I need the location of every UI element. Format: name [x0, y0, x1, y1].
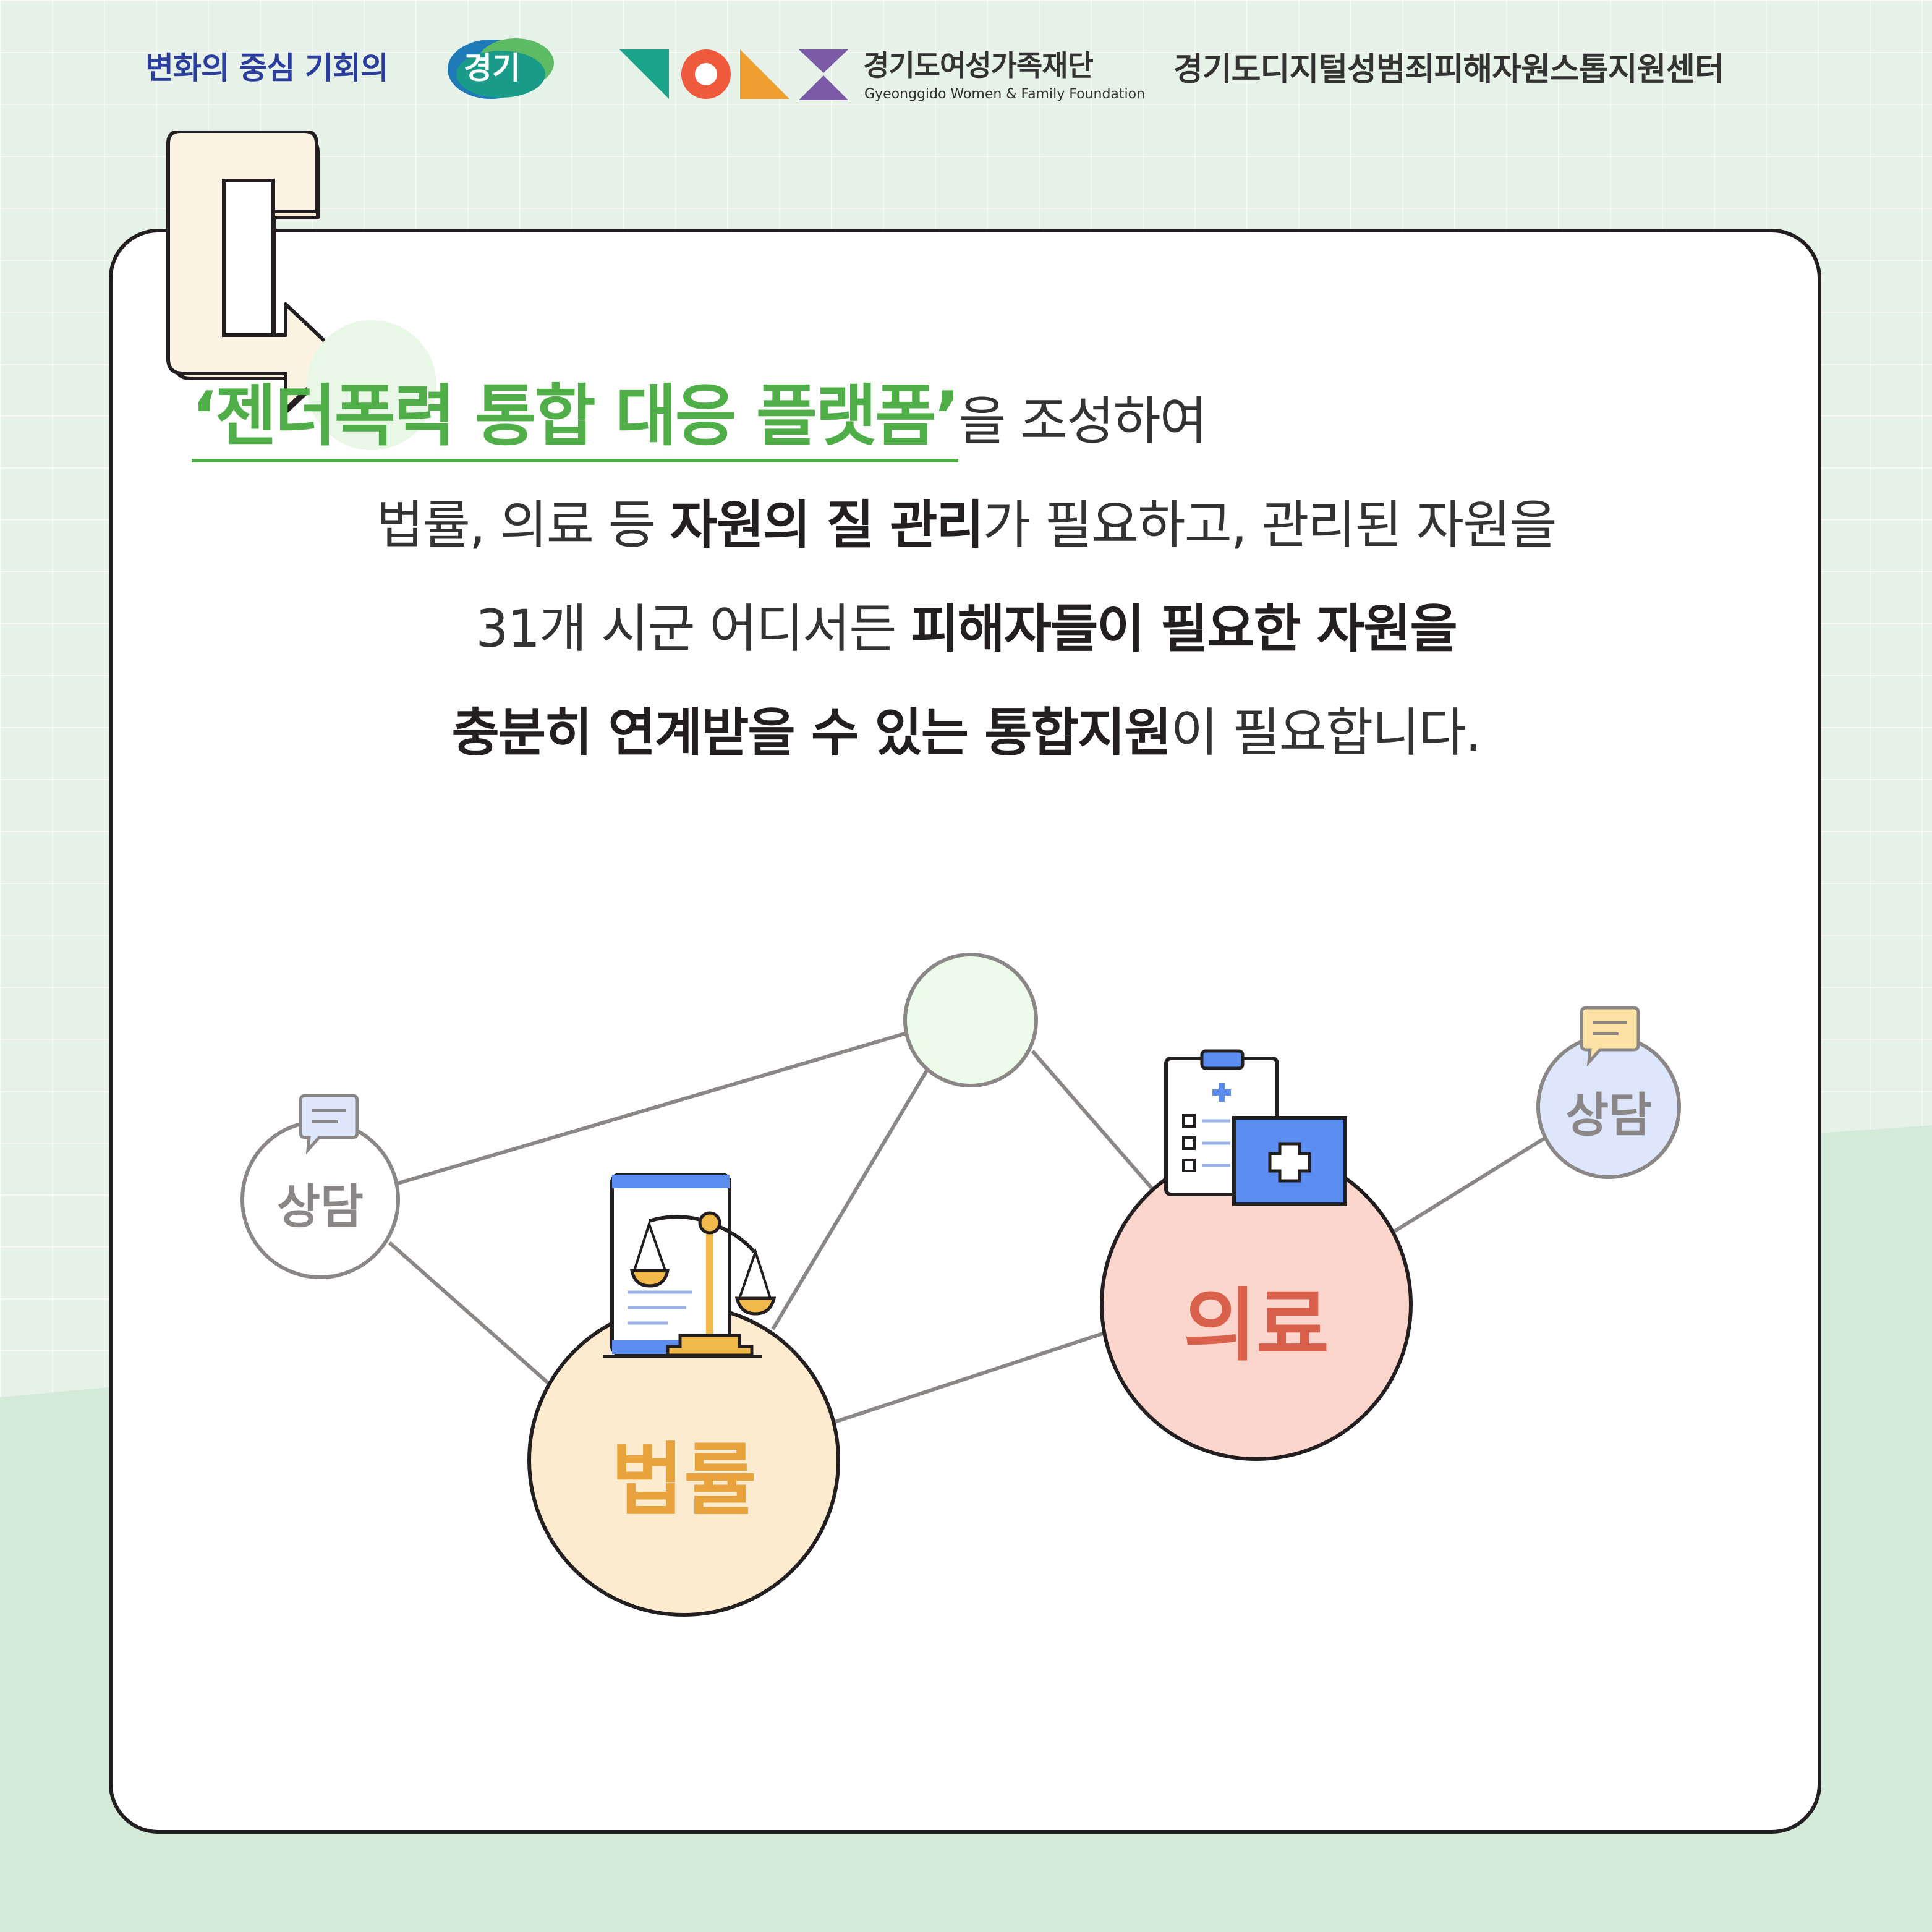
- line2-bold: 자원의 질 관리: [670, 495, 984, 555]
- foundation-name-en: Gyeonggido Women & Family Foundation: [864, 87, 1146, 102]
- center-name: 경기도디지털성범죄피해자원스톱지원센터: [1173, 51, 1724, 88]
- speech-bubble-icon: [299, 1094, 359, 1155]
- law-label: 법률: [611, 1434, 757, 1526]
- gyeonggi-badge-icon: [448, 38, 554, 99]
- line4-bold: 충분히 연계받을 수 있는 통합지원: [451, 702, 1172, 763]
- line3-part-a: 31개 시군 어디서든: [475, 598, 911, 659]
- first-aid-kit-icon: [1232, 1116, 1347, 1206]
- highlight-dot: [307, 320, 436, 450]
- platform-highlight: ‘젠더폭력 통합 대응 플랫폼’: [192, 378, 960, 462]
- line3-bold: 피해자들이 필요한 자원을: [911, 598, 1458, 659]
- text-line-1: ‘젠더폭력 통합 대응 플랫폼’을 조성하여: [0, 362, 1932, 462]
- line1-rest: 을 조성하여: [958, 391, 1207, 451]
- text-line-4: 충분히 연계받을 수 있는 통합지원이 필요합니다.: [0, 691, 1932, 766]
- medical-label: 의료: [1183, 1280, 1329, 1372]
- slogan-badge-text: 경기: [464, 50, 521, 86]
- text-line-3: 31개 시군 어디서든 피해자들이 필요한 자원을: [0, 587, 1932, 662]
- line2-part-b: 가 필요하고, 관리된 자원을: [982, 495, 1557, 555]
- line2-part-a: 법률, 의료 등: [376, 495, 670, 555]
- speech-bubble-icon: [1580, 1006, 1640, 1067]
- bent-arrow-icon: [166, 131, 343, 414]
- text-line-2: 법률, 의료 등 자원의 질 관리가 필요하고, 관리된 자원을: [0, 483, 1932, 558]
- foundation-name-kr: 경기도여성가족재단: [863, 49, 1094, 82]
- counsel-right-label: 상담: [1565, 1087, 1652, 1143]
- network-lines: [388, 1031, 1547, 1424]
- legal-document-scale-icon: [603, 1173, 777, 1358]
- counsel-left-label: 상담: [277, 1179, 364, 1234]
- top-node: [903, 953, 1038, 1087]
- slogan-text: 변화의 중심 기회의: [145, 50, 389, 86]
- line4-part-b: 이 필요합니다.: [1170, 702, 1481, 763]
- foundation-logo-icon: [619, 49, 848, 100]
